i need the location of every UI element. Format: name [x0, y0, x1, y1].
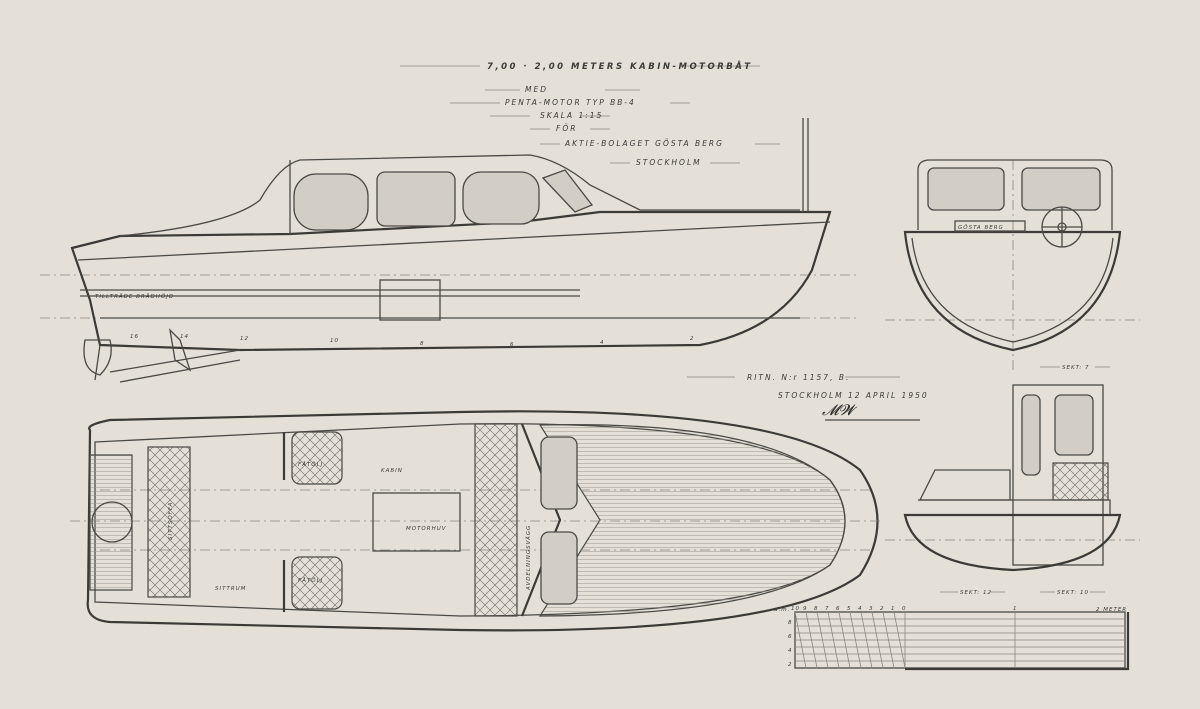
windscreen	[541, 169, 594, 213]
scale-unit-label: 2 METER	[1096, 607, 1127, 613]
side-window-1	[293, 173, 369, 231]
svg-text:9: 9	[803, 606, 808, 612]
title-line-7: STOCKHOLM	[636, 158, 702, 167]
sekt-b-label: SEKT: 10	[1057, 590, 1089, 596]
scale-side-ticks: 8 6 4 2	[788, 620, 793, 668]
svg-text:4: 4	[600, 340, 605, 346]
propeller	[169, 328, 192, 372]
place-date: STOCKHOLM 12 APRIL 1950	[778, 391, 929, 400]
section-front: GÖSTA BERG SEKT: 7	[885, 159, 1140, 371]
plan-hull-outline	[86, 410, 879, 632]
drawing-number: RITN. N:r 1157, B.	[747, 373, 850, 382]
foredeck	[538, 424, 846, 617]
sekt-front-label: SEKT: 7	[1062, 365, 1090, 371]
scale-left-label: d.m.	[774, 607, 790, 613]
sittrum-label: SITTRUM	[215, 586, 246, 592]
svg-text:8: 8	[814, 606, 819, 612]
front-window-right	[1021, 167, 1101, 211]
scale-bar: d.m. 2 METER 10 9 8 7 6 5 4 3 2 1 0 1 8 …	[774, 606, 1130, 671]
engine-cover	[372, 492, 461, 552]
nameplate: GÖSTA BERG	[958, 224, 1004, 231]
aft-bench-label: SITTSOFFA	[168, 502, 174, 540]
svg-text:10: 10	[791, 606, 800, 612]
plan-windscreen-top	[540, 436, 578, 510]
cabin-roof	[119, 154, 800, 237]
title-line-6: AKTIE-BOLAGET GÖSTA BERG	[564, 139, 724, 148]
svg-text:3: 3	[869, 606, 874, 612]
title-block: 7,00 · 2,00 METERS KABIN-MOTORBÅT MED PE…	[400, 61, 780, 167]
front-window-left	[927, 167, 1005, 211]
front-hull	[903, 230, 1122, 352]
frame-numbers: 16 14 12 10 8 6 4 2	[130, 334, 695, 348]
forward-bench-label: AVDELNINGSVÄGG	[525, 525, 532, 591]
svg-text:FÅTÖLJ: FÅTÖLJ	[298, 461, 323, 468]
svg-text:16: 16	[130, 334, 139, 340]
svg-text:6: 6	[788, 634, 793, 640]
scale-top-ticks: 10 9 8 7 6 5 4 3 2 1 0 1	[791, 606, 1018, 612]
sekt-a-label: SEKT: 12	[960, 590, 992, 596]
svg-text:0: 0	[902, 606, 907, 612]
engine	[379, 279, 441, 321]
forward-bench	[474, 423, 518, 617]
kabin-label: KABIN	[381, 468, 403, 474]
plan-view: SITTSOFFA FÅTÖLJ FÅTÖLJ KABIN MOTORHUV S…	[70, 410, 880, 632]
svg-text:7: 7	[825, 606, 830, 612]
svg-text:1: 1	[1013, 606, 1018, 612]
svg-text:10: 10	[330, 338, 339, 344]
svg-text:2: 2	[690, 336, 695, 342]
aft-bench	[147, 446, 191, 598]
armchair-top	[291, 431, 343, 485]
armchair-bottom	[291, 556, 343, 610]
svg-text:2: 2	[788, 662, 793, 668]
svg-text:2: 2	[880, 606, 885, 612]
svg-text:8: 8	[788, 620, 793, 626]
title-line-3: PENTA-MOTOR TYP BB-4	[505, 98, 636, 107]
svg-text:5: 5	[847, 606, 852, 612]
svg-text:8: 8	[420, 341, 425, 347]
svg-text:4: 4	[858, 606, 863, 612]
svg-text:1: 1	[891, 606, 896, 612]
stern-note: TILLTRÄDE BRÄDHÖJD	[95, 293, 174, 300]
title-line-2: MED	[525, 85, 548, 94]
aft-deck	[89, 454, 133, 591]
mast	[802, 118, 809, 212]
title-line-5: FÖR	[556, 124, 577, 133]
hull-profile	[70, 210, 832, 352]
svg-text:4: 4	[788, 648, 793, 654]
section-aft: SEKT: 12 SEKT: 10	[885, 384, 1140, 596]
plan-windscreen-bottom	[540, 531, 578, 605]
svg-text:FÅTÖLJ: FÅTÖLJ	[298, 577, 323, 584]
seat-cushion	[1052, 462, 1109, 501]
title-line-4: SKALA 1:15	[540, 111, 603, 120]
svg-text:14: 14	[180, 334, 189, 340]
side-window-3	[462, 171, 540, 225]
svg-text:6: 6	[836, 606, 841, 612]
motorhuv-label: MOTORHUV	[406, 526, 447, 532]
drawing-info: RITN. N:r 1157, B. STOCKHOLM 12 APRIL 19…	[687, 373, 929, 421]
title-line-1: 7,00 · 2,00 METERS KABIN-MOTORBÅT	[487, 61, 753, 72]
side-elevation: TILLTRÄDE BRÄDHÖJD 16 14 12 10 8 6 4 2	[40, 118, 860, 383]
side-window-2	[376, 171, 456, 227]
rudder	[83, 339, 112, 376]
svg-text:12: 12	[240, 336, 249, 342]
svg-text:6: 6	[510, 342, 515, 348]
signature: 𝓜𝓦	[822, 401, 858, 419]
